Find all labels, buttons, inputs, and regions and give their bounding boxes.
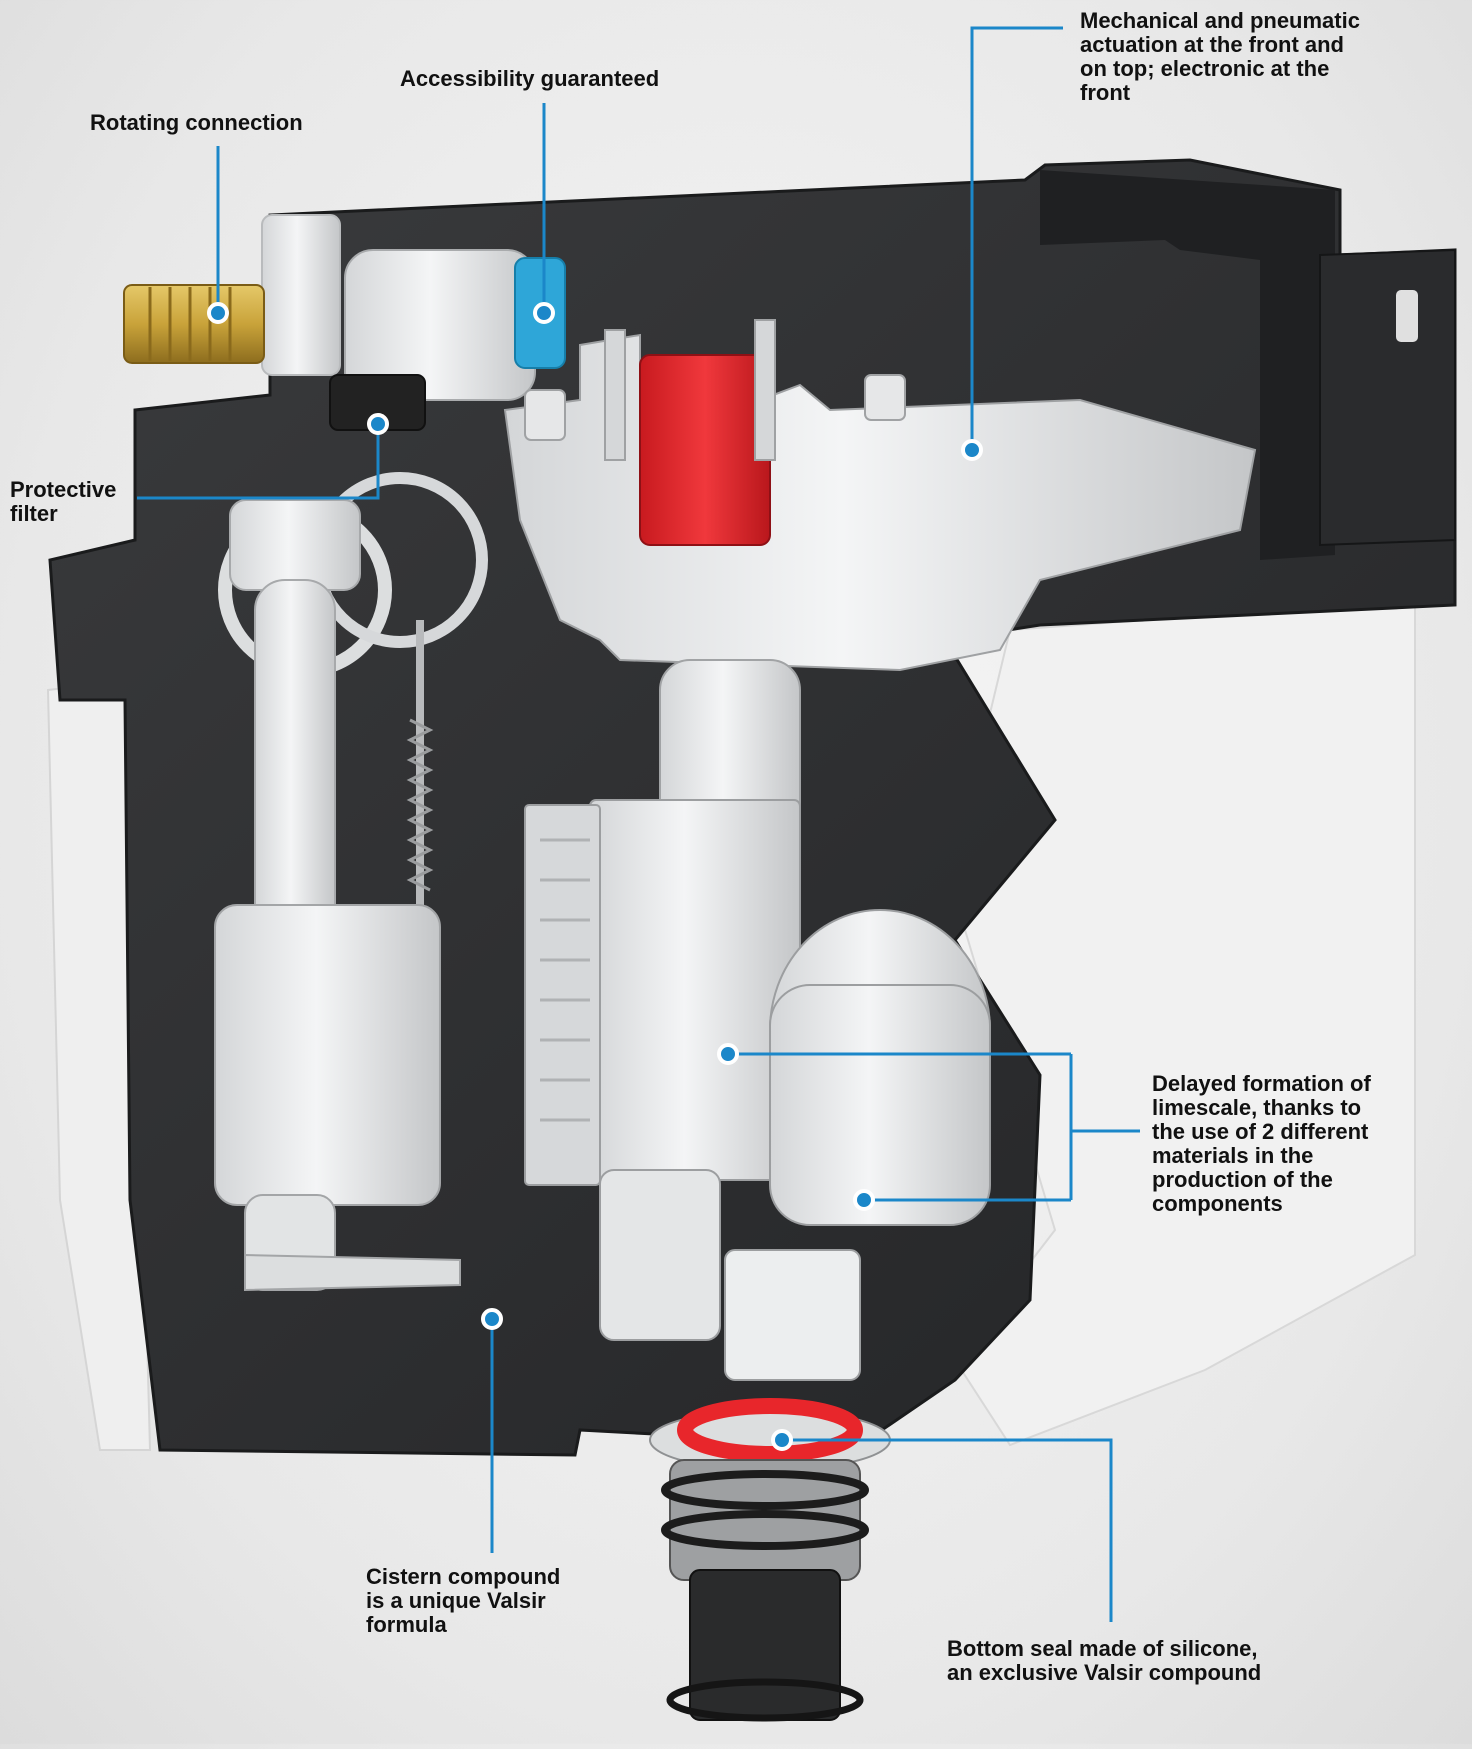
callout-lines (137, 26, 1140, 1622)
label-limescale: Delayed formation of limescale, thanks t… (1152, 1071, 1371, 1216)
actuation-plate (503, 319, 1257, 672)
insulation-right (948, 598, 1416, 1447)
float-valve (214, 472, 488, 1292)
rotating-connection-part (123, 214, 341, 376)
housing-bracket (1319, 248, 1456, 547)
callout-dot-compound (481, 1308, 503, 1330)
callout-dot-seal (771, 1429, 793, 1451)
callout-line-filter (137, 424, 380, 500)
label-protective-filter: Protective filter (10, 477, 117, 526)
bracket-slot (1396, 290, 1418, 342)
callout-line-seal (782, 1438, 1113, 1622)
label-actuation: Mechanical and pneumatic actuation at th… (1080, 8, 1360, 105)
label-accessibility: Accessibility guaranteed (400, 66, 660, 91)
callout-dots (207, 302, 983, 1451)
bottom-outlet (649, 1398, 891, 1722)
callout-dot-limescale-bottom (853, 1189, 875, 1211)
callout-dot-filter (367, 413, 389, 435)
label-cistern-compound: Cistern compound is a unique Valsir form… (366, 1564, 561, 1637)
label-bottom-seal: Bottom seal made of silicone, an exclusi… (947, 1636, 1262, 1685)
label-rotating-connection: Rotating connection (90, 110, 303, 135)
callout-dot-accessibility (533, 302, 555, 324)
actuator-housing (1040, 170, 1335, 560)
callout-dot-rotating (207, 302, 229, 324)
callout-line-actuation (970, 26, 1063, 449)
callout-dot-actuation (961, 439, 983, 461)
flush-valve (524, 659, 991, 1381)
callout-dot-limescale-top (717, 1043, 739, 1065)
